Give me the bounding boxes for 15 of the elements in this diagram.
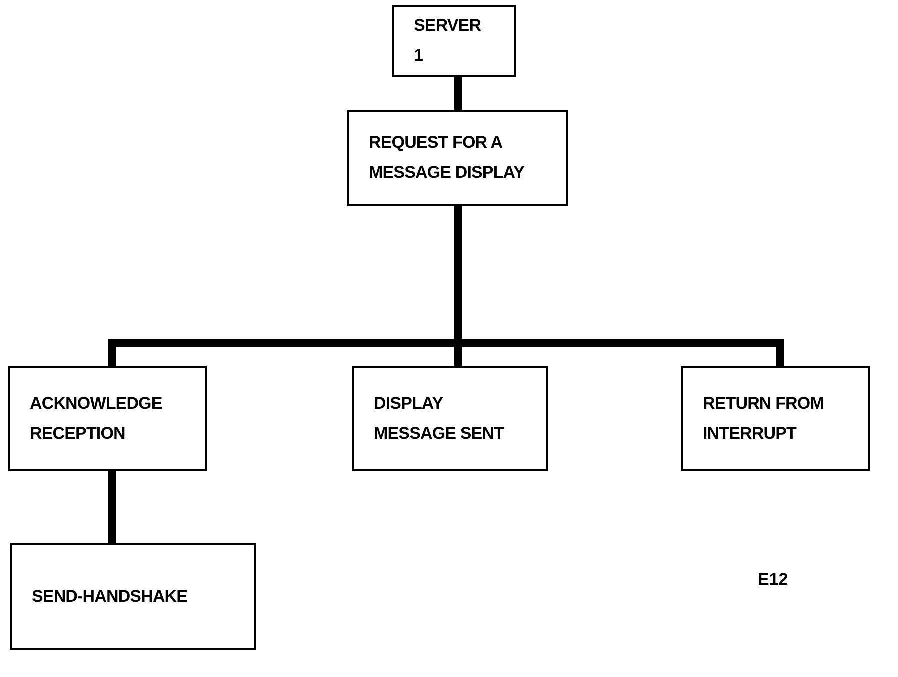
box-label: RETURN FROM INTERRUPT xyxy=(703,392,825,444)
connector-line xyxy=(454,77,462,110)
box-label: REQUEST FOR A MESSAGE DISPLAY xyxy=(369,132,526,184)
figure-label: E12 xyxy=(758,569,788,591)
box-label: SEND-HANDSHAKE xyxy=(32,586,189,608)
process-box xyxy=(352,366,548,471)
process-box xyxy=(681,366,870,471)
box-label: ACKNOWLEDGE RECEPTION xyxy=(30,392,164,444)
process-box xyxy=(347,110,568,206)
process-box xyxy=(10,543,256,650)
process-box xyxy=(392,5,516,77)
box-label: DISPLAY MESSAGE SENT xyxy=(374,392,506,444)
connector-line xyxy=(108,471,116,543)
box-label: SERVER 1 xyxy=(414,15,482,67)
process-box xyxy=(8,366,207,471)
